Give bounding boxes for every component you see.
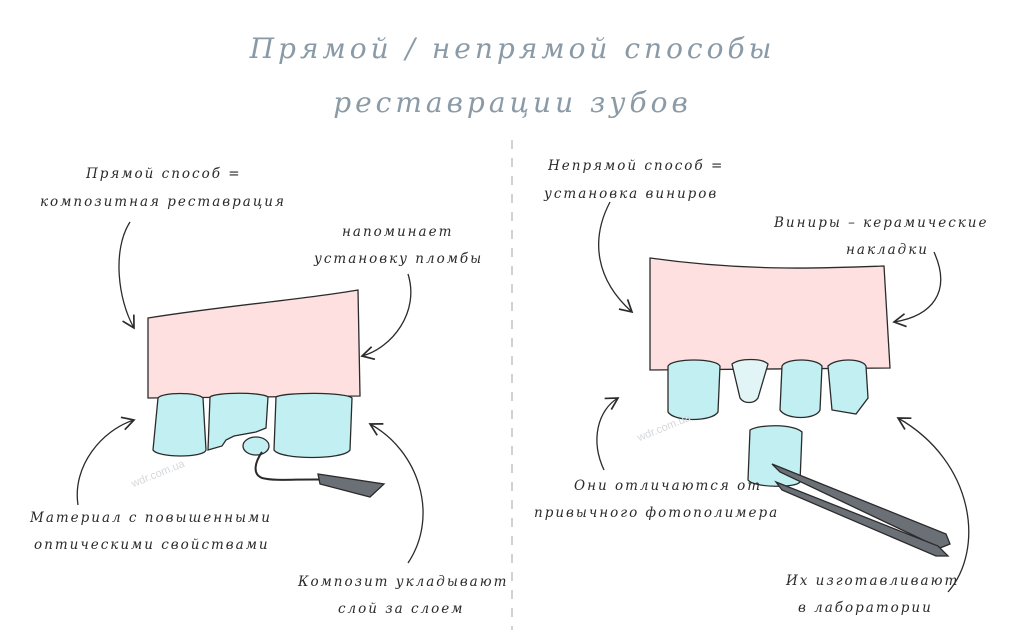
left-heading-line-2: композитная реставрация [40, 194, 286, 210]
right-lab-line-1: Их изготавливают [786, 573, 960, 589]
dental-spatula-wire [254, 451, 341, 481]
right-tooth-1 [667, 359, 721, 421]
left-heading-line-1: Прямой способ = [86, 166, 242, 182]
right-heading-line-2: установка виниров [544, 186, 719, 202]
right-gum [649, 257, 891, 371]
right-heading-line-1: Непрямой способ = [548, 158, 725, 174]
arrow-heading-to-gum-right [598, 201, 634, 314]
left-layers-line-1: Композит укладывают [298, 574, 509, 590]
left-tooth-2-chipped [207, 392, 269, 451]
dental-spatula-blade [317, 473, 386, 498]
right-differ-line-2: привычного фотополимера [534, 505, 780, 521]
arrow-heading-to-gum [118, 221, 135, 330]
tweezers-lower-arm [774, 480, 950, 557]
arrow-note-to-gum [360, 273, 412, 361]
tweezers-upper-arm [771, 463, 951, 549]
title-line-2: реставрации зубов [333, 86, 692, 119]
left-tooth-3 [273, 392, 353, 459]
left-gum [147, 289, 361, 399]
title-line-1: Прямой / непрямой способы [249, 32, 776, 65]
right-veneers-line-2: накладки [846, 242, 929, 258]
right-tooth-3 [779, 359, 823, 419]
arrow-lab-to-tooth [896, 417, 970, 593]
left-material-line-2: оптическими свойствами [34, 537, 270, 553]
left-material-line-1: Материал с повышенными [30, 510, 272, 526]
right-veneers-line-1: Виниры – керамические [774, 215, 989, 231]
arrow-layers-to-tooth [368, 423, 424, 564]
right-differ-line-1: Они отличаются от [574, 478, 763, 494]
left-note-line-1: напоминает [342, 224, 454, 240]
left-note-line-2: установку пломбы [314, 251, 484, 267]
left-layers-line-2: слой за слоем [338, 601, 465, 617]
left-tooth-1 [152, 392, 207, 457]
composite-blob [242, 436, 270, 456]
arrow-differ-to-tooth [596, 397, 620, 471]
arrow-material-to-tooth [76, 416, 136, 506]
arrow-veneers-to-gum [892, 251, 942, 328]
right-lab-line-2: в лаборатории [798, 600, 933, 616]
right-tooth-prepared [731, 358, 769, 404]
right-tooth-4 [827, 359, 869, 415]
